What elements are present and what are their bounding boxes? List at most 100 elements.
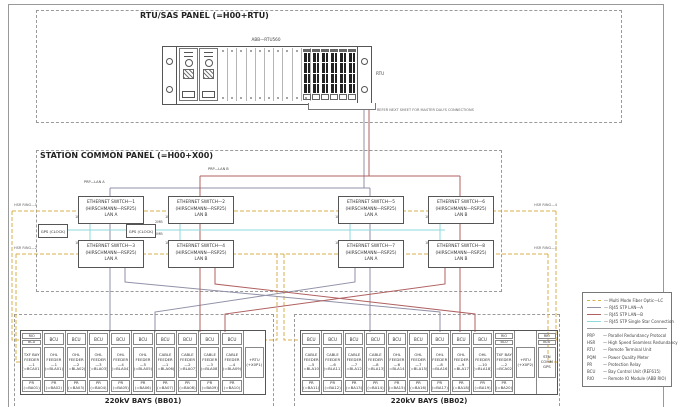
bcu-header-cell: BCU xyxy=(200,333,220,345)
bays-right-title: 220kV BAYS (BB02) xyxy=(390,397,468,405)
port-grid xyxy=(321,53,329,93)
pr-line: PR xyxy=(140,380,146,386)
bcu-header-cell: BCU xyxy=(344,333,364,345)
switch-label-line: LAN A xyxy=(104,257,118,263)
legend-line-row: — Multi Mode Fiber Optic—LC xyxy=(587,297,667,304)
bcu-header-cell: BCU xyxy=(451,333,471,345)
switch-label-line: (HIRSCHMANN—RSP25) xyxy=(175,250,227,256)
header-cell: RIO xyxy=(22,333,42,339)
master-dau-note: * REFER NEXT SHEET FOR MASTER DAU'S CONN… xyxy=(374,108,474,112)
module-header xyxy=(303,49,311,52)
rj45-port-icon xyxy=(316,53,319,63)
rj45-port-icon xyxy=(334,83,337,93)
rj45-port-icon xyxy=(322,63,325,73)
card-symbol xyxy=(184,59,193,67)
rj45-port-icon xyxy=(331,73,334,83)
bay-device-line: CABLE xyxy=(203,351,216,357)
bay-device-line: FEEDER—1 xyxy=(46,356,62,367)
rj45-port-icon xyxy=(331,83,334,93)
pr-line: PR xyxy=(351,380,357,386)
empty-slot-row xyxy=(219,48,311,101)
bcu-header-cell: BCU xyxy=(111,333,131,345)
switch-label-line: (HIRSCHMANN—RSP25) xyxy=(345,250,397,256)
legend-abbr: RTU xyxy=(587,347,595,353)
bay-device-line: (=BLA13) xyxy=(366,366,385,372)
bay-device-line: (=BLA09) xyxy=(222,366,242,372)
module-header xyxy=(312,49,320,52)
port-grid xyxy=(330,53,338,93)
bay-device-line: (=BLA11) xyxy=(323,366,342,372)
rj45-port-icon xyxy=(322,73,325,83)
bays-right-boundary xyxy=(294,314,560,407)
legend-abbr-desc: — Power Quality Meter xyxy=(603,354,649,360)
bay-column: +RTU(+X0P1) xyxy=(244,331,265,394)
pr-cell: PR(=BA02) xyxy=(44,380,64,392)
bay-device-line: (+X0P1) xyxy=(246,361,263,367)
legend-abbr-row: PRP— Parallel Redundancy Protocol xyxy=(587,332,667,339)
pr-cell: PR(=BA06) xyxy=(133,380,153,392)
rj45-port-icon xyxy=(304,53,307,63)
bay-device-line: TXF BAY xyxy=(496,351,512,357)
bay-device-line: OHL xyxy=(49,351,58,357)
rj45-port-icon xyxy=(313,73,316,83)
header-spacer xyxy=(516,333,534,345)
rj45-port-icon xyxy=(304,73,307,83)
hsr-ring-3-label: HSR RING—3 xyxy=(534,246,557,250)
bay-device-line: OHL xyxy=(435,351,444,357)
bay-device-line: FEEDER—4 xyxy=(113,356,129,367)
rj45-stp-lan-b-sample xyxy=(587,314,601,315)
bcu-header-cell: BCU xyxy=(66,333,86,345)
bay-device-line: CABLE xyxy=(181,351,194,357)
legend-abbr-row: PR— Protection Relay xyxy=(587,361,667,368)
bay-device-line: (=BCA01) xyxy=(22,366,42,372)
switch-label-line: LAN B xyxy=(454,257,468,263)
bay-device-line: GPS xyxy=(543,363,551,369)
empty-card-slot xyxy=(293,48,302,101)
rj45-port-icon xyxy=(334,63,337,73)
legend-abbr-desc: — Remote IO Module (ABB RIO) xyxy=(603,376,667,382)
hsr-ring-1-label: HSR RING—1 xyxy=(14,203,37,207)
empty-card-slot xyxy=(283,48,293,101)
legend-abbr-desc: — Bay Control Unit (REF615) xyxy=(603,369,661,375)
rj45-port-icon xyxy=(331,53,334,63)
pr-line: (=BA18) xyxy=(453,385,470,390)
bay-device-line: OHL xyxy=(478,351,487,357)
power-supply-card xyxy=(199,48,218,101)
pr-cell: PR(=BA18) xyxy=(451,380,471,392)
rj45-port-icon xyxy=(343,53,346,63)
rack-end-plate-right xyxy=(357,47,371,104)
pr-line: PR xyxy=(501,380,507,386)
card-symbol xyxy=(203,69,214,79)
bcu-header-cell: BCU xyxy=(323,333,342,345)
pr-cell: PR(=BA07) xyxy=(155,380,175,392)
bay-device-line: FEEDER—5 xyxy=(303,356,319,367)
pr-cell: PR(=BA05) xyxy=(111,380,131,392)
legend-line-label: — RJ45 STP LAN—A xyxy=(604,305,644,310)
pr-line: (=BA12) xyxy=(324,385,341,390)
rj45-port-icon xyxy=(313,83,316,93)
bottom-spacer xyxy=(245,380,264,392)
rj45-port-icon xyxy=(313,53,316,63)
rj45-port-icon xyxy=(322,53,325,63)
rj45-port-icon xyxy=(331,63,334,73)
gps-clock-box: GPS (CLOCK) xyxy=(38,224,68,238)
switch-label-line: ETHERNET SWITCH—1 xyxy=(86,200,136,206)
bottom-spacer xyxy=(538,380,556,392)
pr-cell: PR(=BA11) xyxy=(302,380,321,392)
legend-abbr-row: RIO— Remote IO Module (ABB RIO) xyxy=(587,375,667,382)
rj45-port-icon xyxy=(352,83,355,93)
pr-cell: PR(=BA04) xyxy=(88,380,109,392)
module-header xyxy=(321,49,329,52)
